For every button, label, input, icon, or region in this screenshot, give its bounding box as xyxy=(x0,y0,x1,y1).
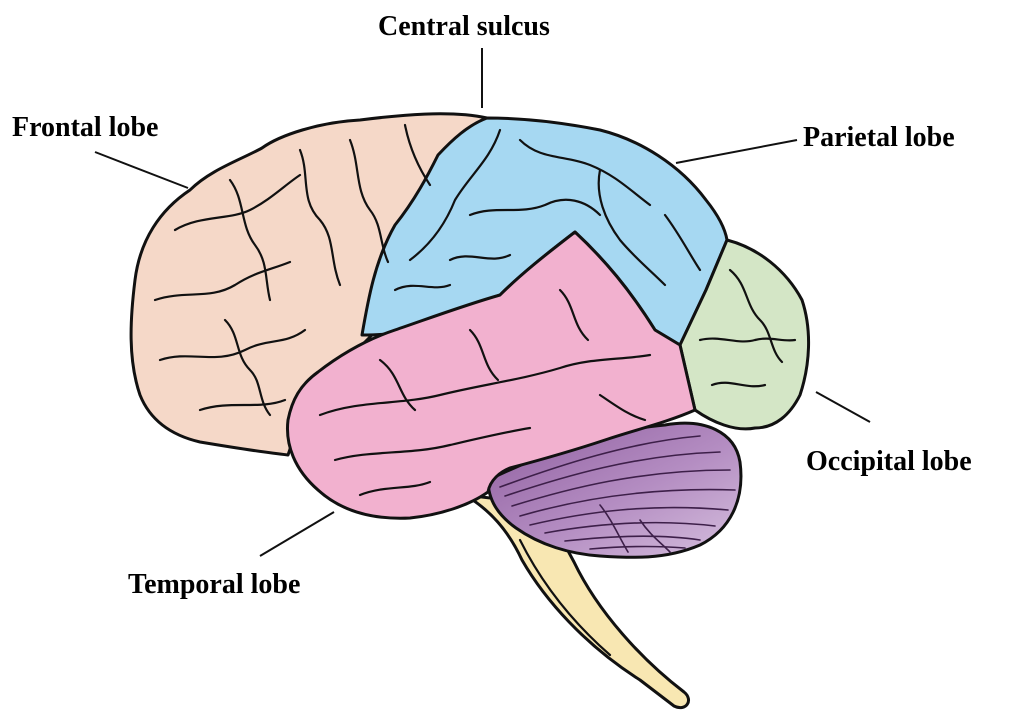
occipital-lobe-leader-line xyxy=(816,392,870,422)
frontal-lobe-leader-line xyxy=(95,152,188,188)
parietal-lobe-leader-line xyxy=(676,140,797,163)
temporal-lobe-label: Temporal lobe xyxy=(128,571,300,599)
frontal-lobe-label: Frontal lobe xyxy=(12,114,158,142)
central-sulcus-label: Central sulcus xyxy=(378,13,550,41)
parietal-lobe-label: Parietal lobe xyxy=(803,124,955,152)
temporal-lobe-leader-line xyxy=(260,512,334,556)
occipital-lobe-label: Occipital lobe xyxy=(806,448,972,476)
